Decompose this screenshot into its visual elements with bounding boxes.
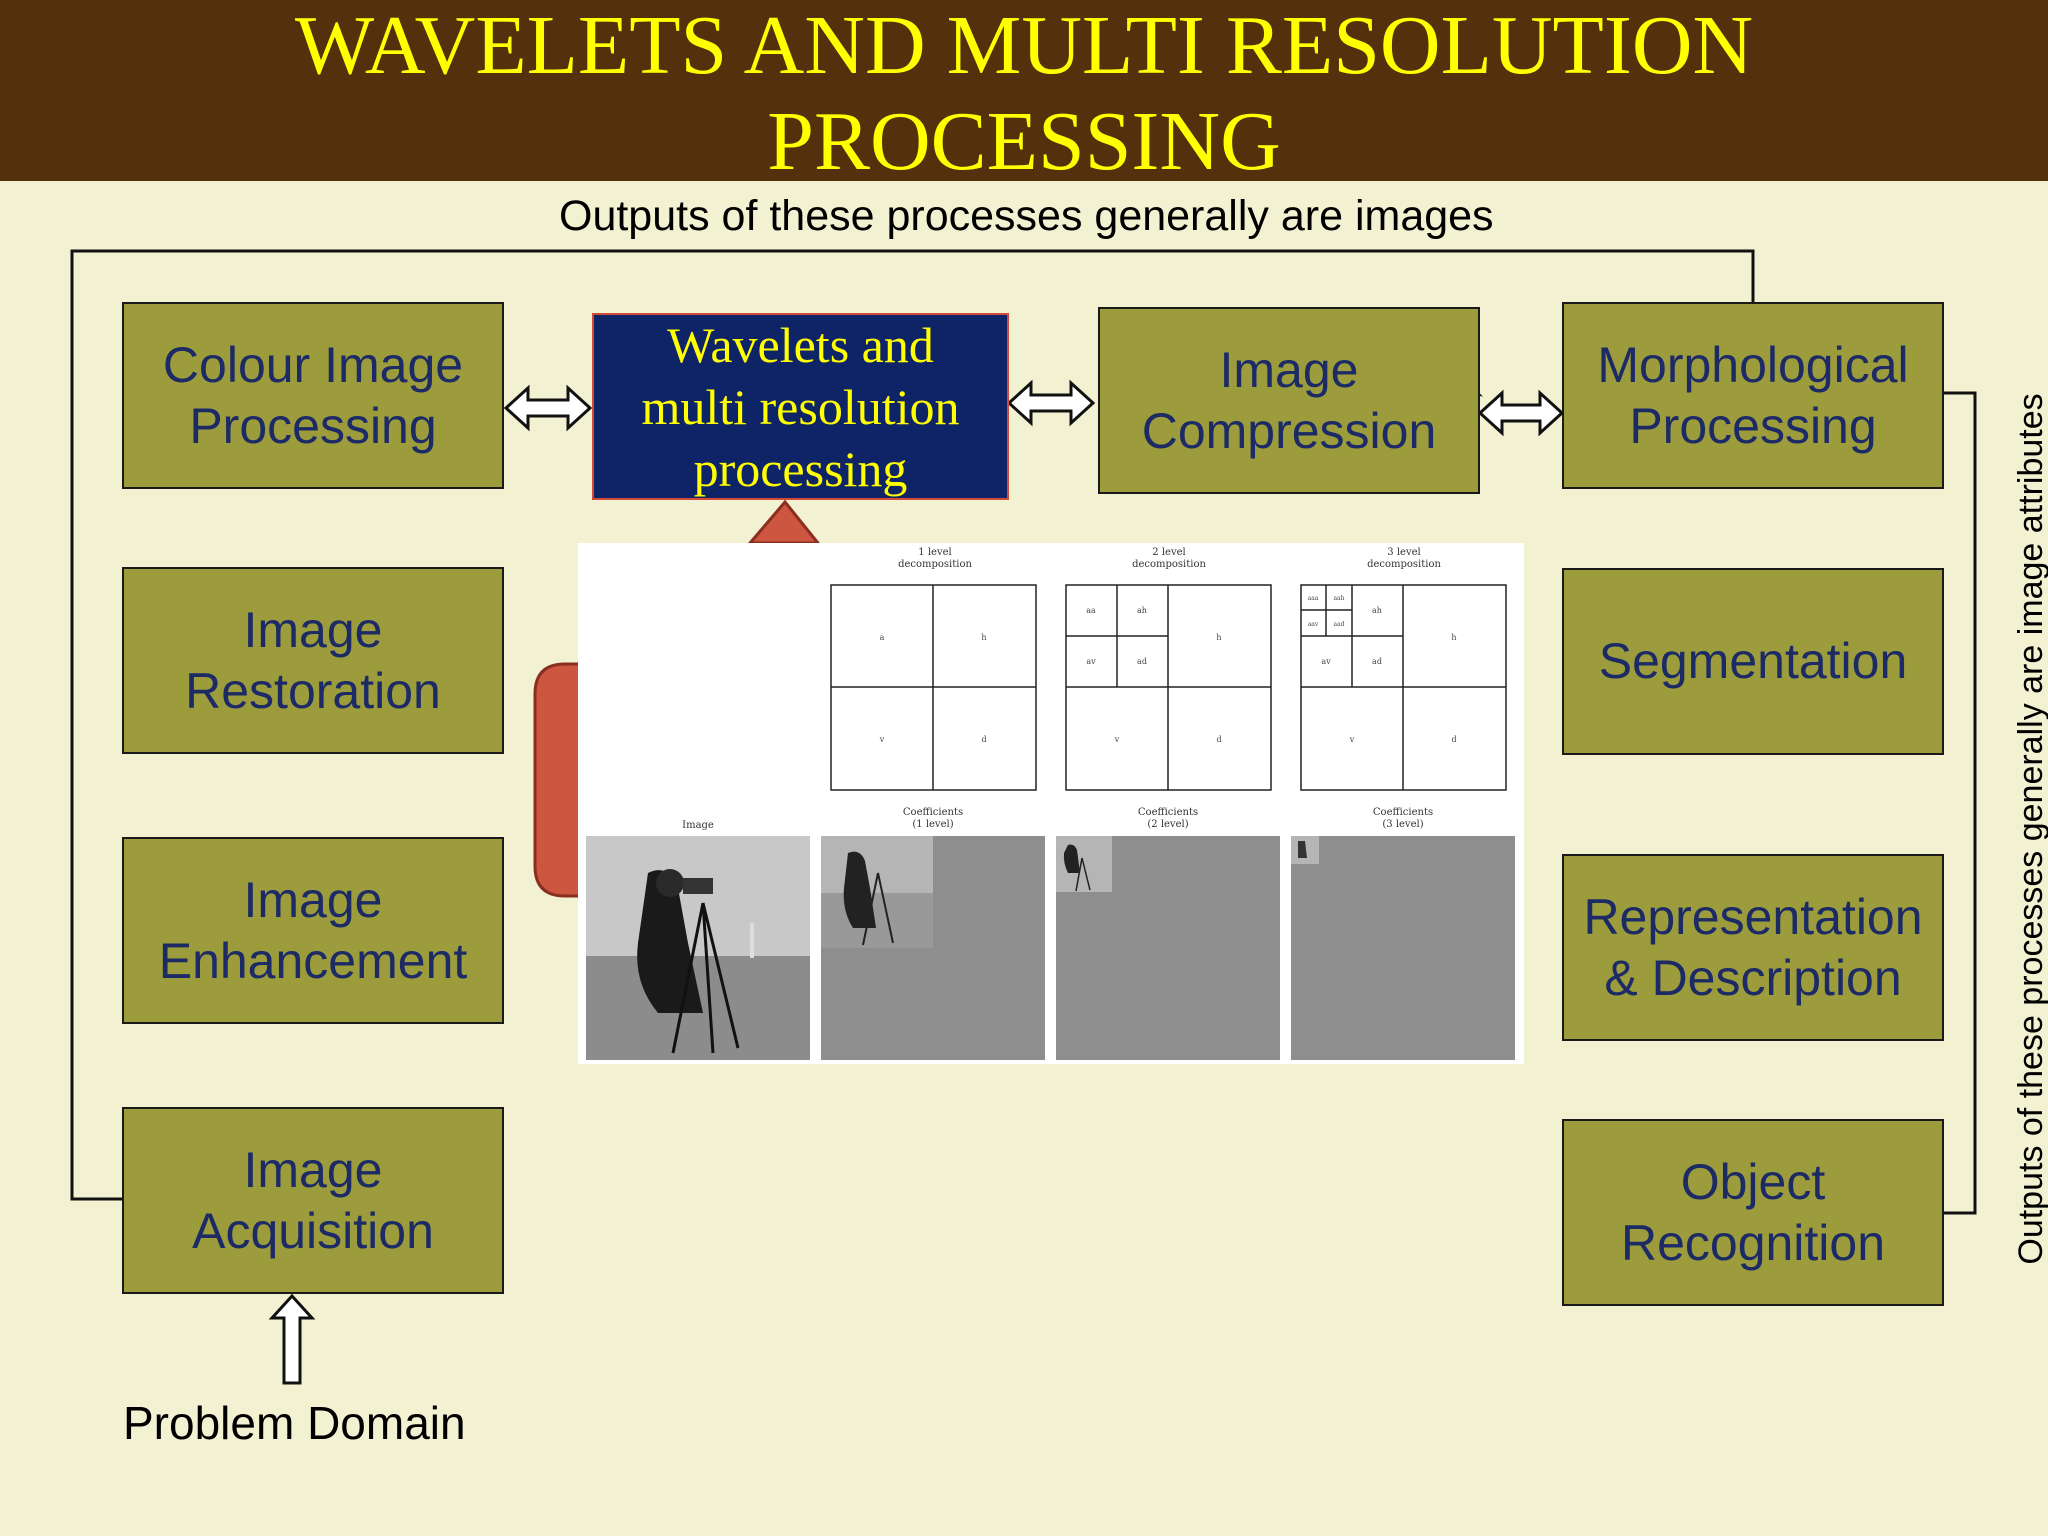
level2-grid [1065, 584, 1272, 791]
representation-description-box: Representation & Description [1562, 854, 1944, 1041]
cell-label: av [1086, 657, 1096, 666]
box-label: processing [693, 440, 908, 497]
colour-image-processing-box: Colour Image Processing [122, 302, 504, 489]
cell-label: h [1216, 633, 1221, 642]
image-acquisition-box: Image Acquisition [122, 1107, 504, 1294]
cell-label: a [880, 633, 885, 642]
coef-label: (2 level) [1147, 819, 1188, 830]
wavelet-decomposition-figure: 1 level decomposition 2 level decomposit… [578, 543, 1524, 1064]
top-caption: Outputs of these processes generally are… [559, 192, 1494, 240]
double-arrow-icon [1477, 389, 1565, 437]
cell-label: v [879, 735, 885, 744]
coef-label: (3 level) [1382, 819, 1423, 830]
cell-label: ah [1372, 606, 1382, 615]
cell-label: av [1321, 657, 1331, 666]
image-restoration-box: Image Restoration [122, 567, 504, 754]
cell-label: aah [1333, 595, 1344, 602]
cell-label: v [1349, 735, 1355, 744]
box-label: Object [1680, 1153, 1826, 1210]
cell-label: ah [1137, 606, 1147, 615]
box-label: Image [243, 871, 383, 928]
segmentation-box: Segmentation [1562, 568, 1944, 755]
coefficients-level2 [1056, 836, 1280, 1060]
cell-label: aaa [1308, 595, 1319, 602]
cell-label: d [1216, 735, 1221, 744]
cell-label: aad [1334, 621, 1345, 628]
cell-label: d [981, 735, 986, 744]
image-enhancement-box: Image Enhancement [122, 837, 504, 1024]
decomp-title: 3 level [1387, 547, 1420, 558]
double-arrow-icon [503, 384, 593, 432]
box-label: Image [243, 1141, 383, 1198]
slide-title-line1: WAVELETS AND MULTI RESOLUTION [294, 0, 1754, 92]
wavelets-box: Wavelets and multi resolution processing [592, 313, 1009, 500]
decomp-title: 1 level [918, 547, 951, 558]
callout-pointer [746, 499, 822, 545]
cell-label: v [1114, 735, 1120, 744]
cell-label: aav [1308, 621, 1319, 628]
double-arrow-icon [1006, 379, 1096, 427]
decomp-title: decomposition [1367, 559, 1441, 570]
box-label: Segmentation [1598, 633, 1908, 689]
coefficients-level1 [821, 836, 1045, 1060]
coef-label: Coefficients [903, 807, 963, 818]
box-label: Representation [1583, 888, 1923, 945]
box-label: Restoration [185, 662, 441, 719]
decomp-title: 2 level [1152, 547, 1185, 558]
decomp-title: decomposition [1132, 559, 1206, 570]
up-arrow-icon [268, 1293, 316, 1385]
callout-shape [533, 662, 594, 898]
box-label: & Description [1604, 949, 1902, 1006]
box-label: Colour Image [162, 336, 464, 393]
cameraman-image [586, 836, 810, 1060]
coefficients-level3 [1291, 836, 1515, 1060]
box-label: Image [243, 601, 383, 658]
title-bar: WAVELETS AND MULTI RESOLUTION PROCESSING [0, 0, 2048, 188]
level3-grid [1300, 584, 1507, 791]
slide-title-line2: PROCESSING [767, 95, 1281, 188]
box-label: Morphological [1597, 336, 1909, 393]
coef-label: (1 level) [912, 819, 953, 830]
side-caption: Outputs of these processes generally are… [2012, 393, 2048, 1265]
coef-label: Coefficients [1373, 807, 1433, 818]
image-compression-box: Image Compression [1098, 307, 1480, 494]
box-label: Recognition [1620, 1214, 1886, 1271]
box-label: Enhancement [158, 932, 468, 989]
coef-label: Coefficients [1138, 807, 1198, 818]
decomp-title: decomposition [898, 559, 972, 570]
box-label: Processing [1629, 397, 1877, 454]
problem-domain-label: Problem Domain [123, 1397, 466, 1449]
cell-label: aa [1086, 606, 1096, 615]
cell-label: h [981, 633, 986, 642]
cell-label: h [1451, 633, 1456, 642]
cell-label: ad [1137, 657, 1147, 666]
box-label: Compression [1141, 402, 1437, 459]
box-label: Processing [189, 397, 437, 454]
box-label: Acquisition [192, 1202, 434, 1259]
morphological-processing-box: Morphological Processing [1562, 302, 1944, 489]
object-recognition-box: Object Recognition [1562, 1119, 1944, 1306]
level1-grid [830, 584, 1037, 791]
box-label: Wavelets and [667, 316, 934, 373]
cell-label: ad [1372, 657, 1382, 666]
box-label: Image [1219, 341, 1359, 398]
cell-label: d [1451, 735, 1456, 744]
image-label: Image [682, 820, 714, 831]
box-label: multi resolution [641, 378, 960, 435]
